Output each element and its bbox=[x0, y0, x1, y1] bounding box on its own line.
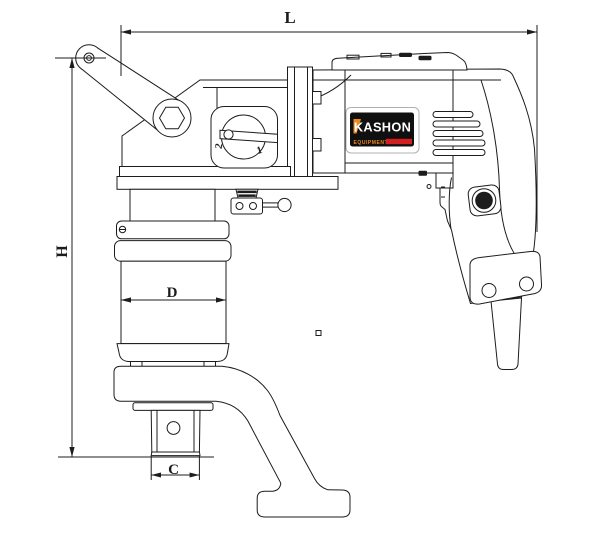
lever-rod bbox=[262, 202, 279, 208]
motor-rear-step bbox=[435, 172, 454, 189]
dial-knob bbox=[223, 129, 234, 140]
grip-front-contour bbox=[480, 79, 520, 262]
collar-band-lower bbox=[114, 240, 232, 262]
lock-lever bbox=[230, 188, 292, 215]
collar-band-upper bbox=[116, 220, 230, 240]
dimension-drive-width: C bbox=[150, 456, 200, 480]
dimension-label-height: H bbox=[54, 245, 71, 258]
dimension-label-drive: C bbox=[168, 462, 179, 478]
cap-screw-hole bbox=[481, 283, 497, 298]
slider-switch-mark bbox=[399, 52, 412, 57]
square-drive bbox=[132, 402, 214, 457]
dimension-length: L bbox=[120, 8, 538, 232]
lock-button bbox=[467, 184, 502, 217]
logo-background bbox=[350, 112, 414, 147]
selector-position-2: 2 bbox=[214, 143, 226, 150]
motor-top-cap bbox=[331, 51, 468, 71]
selector-position-1: 1 bbox=[255, 145, 263, 157]
trigger bbox=[441, 177, 452, 230]
power-cord-boot bbox=[490, 297, 523, 370]
drive-retainer-plate bbox=[132, 402, 214, 411]
reaction-arm bbox=[75, 44, 192, 138]
handle-end-cap bbox=[469, 250, 543, 305]
cylinder-body bbox=[120, 260, 227, 345]
slider-switch-mark bbox=[418, 55, 432, 61]
neck bbox=[129, 188, 216, 222]
cylinder-bottom-band bbox=[116, 343, 230, 362]
dimension-label-length: L bbox=[284, 8, 295, 27]
gearbox-base-plate bbox=[116, 176, 339, 190]
dimension-height: H bbox=[54, 57, 214, 458]
logo-red-bar bbox=[386, 138, 412, 145]
drive-pin-hole bbox=[166, 421, 181, 435]
dial-lever bbox=[219, 129, 278, 144]
mounting-flange bbox=[287, 66, 322, 178]
dimension-diameter: D bbox=[121, 285, 226, 303]
brand-subtitle: EQUIPMENT bbox=[354, 140, 389, 146]
arm-boss bbox=[152, 98, 192, 138]
logo-k-accent bbox=[353, 119, 361, 134]
dimension-label-diameter: D bbox=[167, 285, 178, 301]
gear-selector-dial: 2 1 bbox=[210, 106, 278, 169]
center-mark bbox=[315, 330, 322, 336]
flange-clip bbox=[312, 138, 322, 152]
lever-ball bbox=[277, 197, 292, 213]
hex-socket bbox=[158, 106, 186, 130]
flange-clip bbox=[312, 91, 322, 105]
reaction-foot bbox=[113, 365, 351, 518]
output-cylinder bbox=[114, 188, 232, 367]
brand-name: KASHON bbox=[354, 120, 411, 135]
brand-logo: KASHON EQUIPMENT bbox=[345, 107, 420, 154]
vent-slots bbox=[432, 111, 486, 156]
cap-screw-hole bbox=[519, 276, 534, 292]
